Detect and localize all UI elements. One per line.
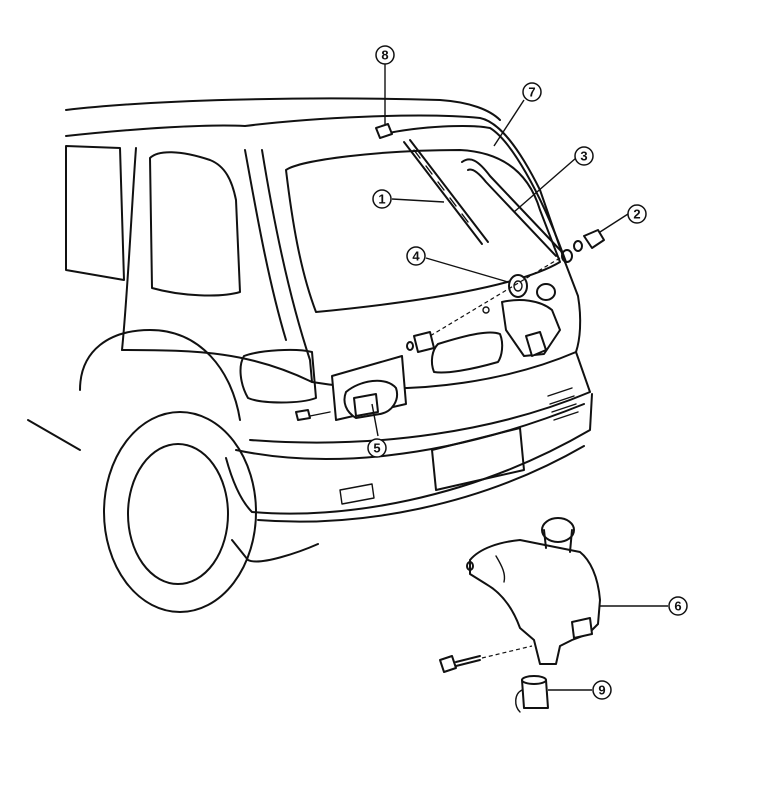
bumper-reflector: [339, 483, 375, 505]
leader-3: [513, 157, 577, 213]
reservoir-bolt: [439, 645, 533, 673]
callout-3: 3: [574, 146, 594, 166]
license-plate-area: [431, 427, 525, 491]
callout-8: 8: [375, 45, 395, 65]
grommet: [508, 274, 528, 298]
wiper-blade: [403, 139, 489, 245]
bumper-top: [235, 403, 585, 460]
body-lower-line: [121, 349, 591, 444]
rear-window: [285, 149, 561, 313]
leader-5: [371, 403, 379, 437]
vehicle-rear-view: [27, 97, 593, 613]
callout-1-label: 1: [378, 192, 385, 207]
callout-6-label: 6: [674, 599, 681, 614]
callout-9: 9: [592, 680, 612, 700]
license-recess: [430, 331, 504, 374]
rear-wheel: [127, 443, 229, 585]
motor-bracket: [482, 283, 561, 357]
callout-7-label: 7: [528, 85, 535, 100]
callout-7: 7: [522, 82, 542, 102]
tailgate-outline: [261, 149, 313, 383]
rear-tire: [103, 411, 257, 613]
callout-4: 4: [406, 246, 426, 266]
wiper-arm: [461, 158, 563, 257]
leader-7: [493, 99, 525, 147]
washer-pump: [515, 675, 549, 713]
callout-8-label: 8: [381, 48, 388, 63]
leader-2: [599, 213, 629, 233]
wiper-motor: [295, 331, 435, 421]
leader-4: [425, 257, 509, 283]
c-pillar: [121, 147, 137, 351]
pivot-cap: [561, 229, 605, 263]
bumper-vents: [547, 387, 579, 421]
side-sill: [27, 419, 81, 451]
tail-lamp: [239, 348, 317, 404]
mud-flap: [231, 539, 319, 563]
roof-inner-line: [65, 124, 246, 137]
washer-hose: [383, 125, 567, 263]
washer-nozzle: [375, 123, 393, 139]
side-window-rear: [149, 151, 241, 297]
bumper-bottom: [257, 445, 585, 523]
rear-roof-edge: [244, 114, 566, 263]
tailgate-right-edge: [564, 261, 582, 353]
wheel-arch: [79, 329, 241, 421]
pillar-edge: [244, 149, 287, 341]
callout-6: 6: [668, 596, 688, 616]
bumper-face: [225, 393, 593, 515]
callout-3-label: 3: [580, 149, 587, 164]
callout-5-label: 5: [373, 441, 380, 456]
washer-reservoir: [466, 517, 601, 665]
side-window-front: [65, 145, 125, 281]
callout-2: 2: [627, 204, 647, 224]
leader-1: [391, 198, 445, 203]
roof-outline: [65, 97, 501, 121]
callout-5: 5: [367, 438, 387, 458]
callout-9-label: 9: [598, 683, 605, 698]
callout-2-label: 2: [633, 207, 640, 222]
callout-1: 1: [372, 189, 392, 209]
callout-4-label: 4: [412, 249, 420, 264]
